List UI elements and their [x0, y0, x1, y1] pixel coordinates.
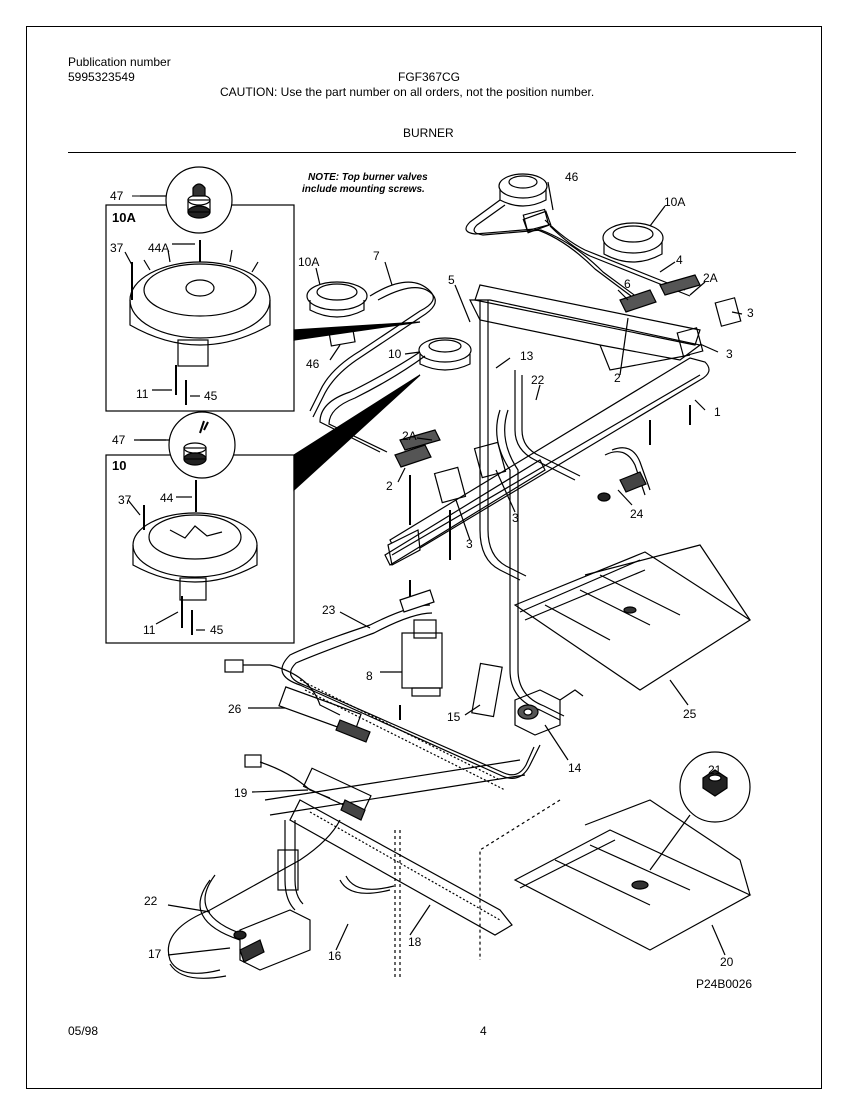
callout-2: 2	[386, 479, 393, 493]
note-line-2: include mounting screws.	[302, 184, 425, 195]
callout-3: 3	[747, 306, 754, 320]
note-line-1: NOTE: Top burner valves	[308, 172, 428, 183]
callout-3: 3	[726, 347, 733, 361]
inset-box-10	[105, 454, 295, 644]
callout-3: 3	[466, 537, 473, 551]
callout-47: 47	[112, 433, 126, 447]
callout-2: 2	[614, 371, 621, 385]
callout-16: 16	[328, 949, 342, 963]
callout-45: 45	[210, 623, 224, 637]
callout-17: 17	[148, 947, 162, 961]
callout-22: 22	[144, 894, 158, 908]
publication-number: 5995323549	[68, 70, 135, 84]
callout-11: 11	[136, 387, 149, 401]
footer-date: 05/98	[68, 1024, 99, 1038]
callout-6: 6	[624, 277, 631, 291]
callout-2a: 2A	[703, 271, 718, 285]
model-number: FGF367CG	[398, 70, 461, 84]
callout-10: 10	[388, 347, 402, 361]
callout-45: 45	[204, 389, 218, 403]
callout-13: 13	[520, 349, 534, 363]
callout-2a: 2A	[402, 429, 417, 443]
callout-15: 15	[447, 710, 461, 724]
publication-label: Publication number	[68, 55, 171, 69]
callout-10a: 10A	[664, 195, 685, 209]
callout-37: 37	[110, 241, 124, 255]
inset-box-10a	[105, 204, 295, 412]
section-title: BURNER	[403, 126, 454, 140]
header-rule	[68, 152, 796, 153]
callout-26: 26	[228, 702, 242, 716]
page-frame	[26, 26, 822, 1089]
callout-10-inset: 10	[112, 458, 126, 473]
callout-23: 23	[322, 603, 336, 617]
figure-code: P24B0026	[696, 977, 752, 991]
callout-37: 37	[118, 493, 132, 507]
callout-21: 21	[708, 763, 722, 777]
callout-46: 46	[565, 170, 579, 184]
callout-3: 3	[512, 511, 519, 525]
callout-25: 25	[683, 707, 697, 721]
callout-46: 46	[306, 357, 320, 371]
callout-20: 20	[720, 955, 734, 969]
cap-detail-circle-bottom	[168, 411, 236, 479]
callout-44a: 44A	[148, 241, 169, 255]
callout-7: 7	[373, 249, 380, 263]
callout-19: 19	[234, 786, 248, 800]
callout-44: 44	[160, 491, 174, 505]
caution-text: CAUTION: Use the part number on all orde…	[220, 85, 595, 99]
callout-10a-inset: 10A	[112, 210, 136, 225]
callout-4: 4	[676, 253, 683, 267]
callout-1: 1	[714, 405, 721, 419]
callout-22: 22	[531, 373, 545, 387]
callout-24: 24	[630, 507, 644, 521]
footer-page-number: 4	[480, 1024, 487, 1038]
callout-5: 5	[448, 273, 455, 287]
callout-18: 18	[408, 935, 422, 949]
callout-8: 8	[366, 669, 373, 683]
callout-14: 14	[568, 761, 582, 775]
callout-11: 11	[143, 623, 156, 637]
callout-47: 47	[110, 189, 124, 203]
callout-10a: 10A	[298, 255, 319, 269]
